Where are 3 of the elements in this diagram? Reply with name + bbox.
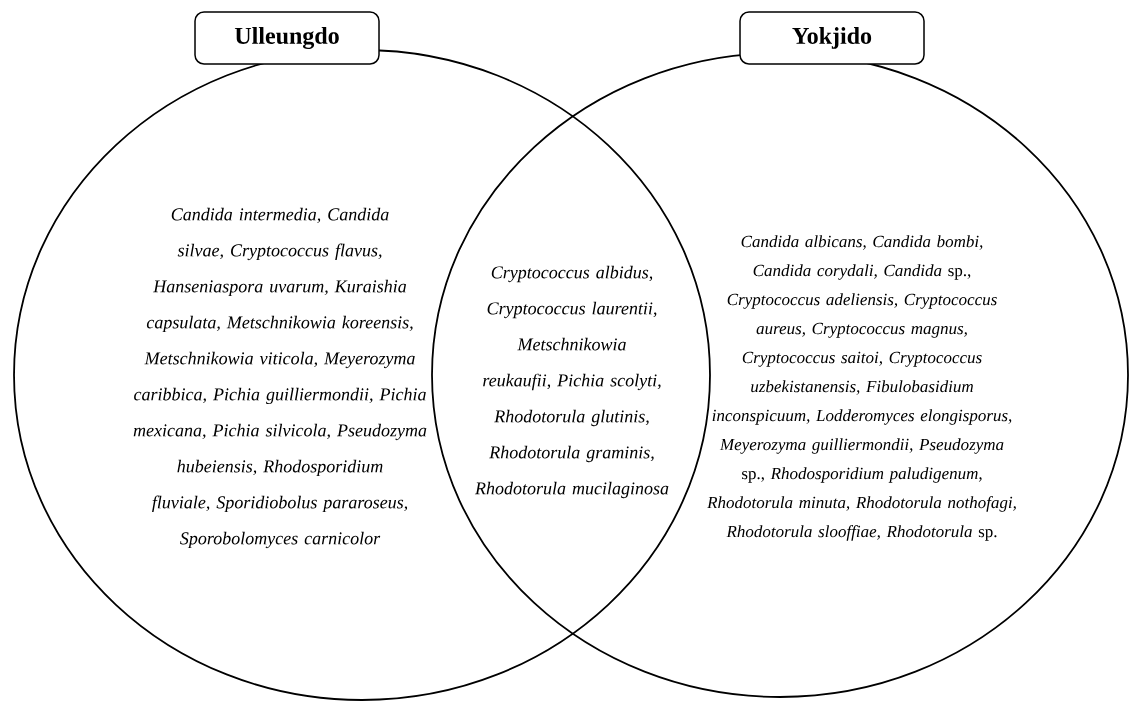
heading-box: Yokjido [739, 11, 925, 65]
heading-box: Ulleungdo [194, 11, 380, 65]
species-list: Cryptococcus albidus, Cryptococcus laurentii, Metschnikowia reukaufii, Pichia scolyti, Rhodotorula glutinis, Rhodotorula graminis, Rhodotorula mucilaginosa [474, 265, 669, 499]
